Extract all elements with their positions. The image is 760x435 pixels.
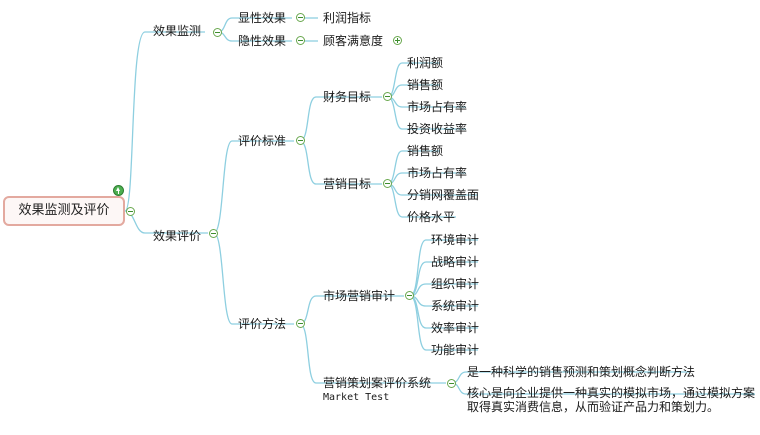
node-market-test-label: Market Test [323,392,390,403]
list-item-multiline[interactable]: 核心是向企业提供一种真实的模拟市场，通过模拟方案 取得真实消费信息，从而验证产品… [467,386,755,414]
connector-evaluate-criteria [213,140,294,234]
marketing-collapse-icon[interactable] [383,179,392,188]
node-marketing-audit[interactable]: 市场营销审计 [323,289,396,303]
node-profit-indicator[interactable]: 利润指标 [323,11,372,25]
list-item-line: 核心是向企业提供一种真实的模拟市场，通过模拟方案 [467,386,756,400]
financial-collapse-icon[interactable] [383,92,392,101]
node-explicit-effect[interactable]: 显性效果 [238,11,287,25]
list-item[interactable]: 价格水平 [407,210,456,224]
implicit-collapse-icon[interactable] [296,36,305,45]
list-item[interactable]: 是一种科学的销售预测和策划概念判断方法 [467,365,696,379]
root-node[interactable]: 效果监测及评价 [3,196,125,226]
node-plan-evaluation-system[interactable]: 营销策划案评价系统 [323,376,432,390]
root-collapse-icon[interactable] [126,207,135,216]
node-effect-evaluation[interactable]: 效果评价 [153,229,202,243]
criteria-collapse-icon[interactable] [296,136,305,145]
node-evaluation-methods[interactable]: 评价方法 [238,317,287,331]
audit-collapse-icon[interactable] [405,291,414,300]
node-customer-satisfaction[interactable]: 顾客满意度 [323,34,384,48]
connector-root-monitor [124,31,205,212]
list-item[interactable]: 分销网覆盖面 [407,188,480,202]
evaluate-collapse-icon[interactable] [209,229,218,238]
methods-collapse-icon[interactable] [296,319,305,328]
list-item[interactable]: 效率审计 [431,321,480,335]
list-item[interactable]: 环境审计 [431,233,480,247]
node-marketing-goals[interactable]: 营销目标 [323,177,372,191]
list-item[interactable]: 销售额 [407,78,444,92]
list-item[interactable]: 组织审计 [431,277,480,291]
list-item[interactable]: 投资收益率 [407,122,468,136]
plan-collapse-icon[interactable] [447,379,456,388]
list-item[interactable]: 战略审计 [431,255,480,269]
node-financial-goals[interactable]: 财务目标 [323,90,372,104]
connector-evaluate-methods [213,232,294,325]
list-item[interactable]: 市场占有率 [407,100,468,114]
explicit-collapse-icon[interactable] [296,13,305,22]
monitor-collapse-icon[interactable] [213,28,222,37]
list-item[interactable]: 利润额 [407,56,444,70]
node-implicit-effect[interactable]: 隐性效果 [238,34,287,48]
node-evaluation-criteria[interactable]: 评价标准 [238,134,287,148]
node-effect-monitoring[interactable]: 效果监测 [153,24,202,38]
list-item[interactable]: 系统审计 [431,299,480,313]
satisfaction-expand-icon[interactable] [393,36,402,45]
list-item[interactable]: 功能审计 [431,343,480,357]
list-item-line: 取得真实消费信息，从而验证产品力和策划力。 [467,400,720,414]
collapse-up-icon[interactable] [113,185,124,196]
list-item[interactable]: 市场占有率 [407,166,468,180]
list-item[interactable]: 销售额 [407,144,444,158]
